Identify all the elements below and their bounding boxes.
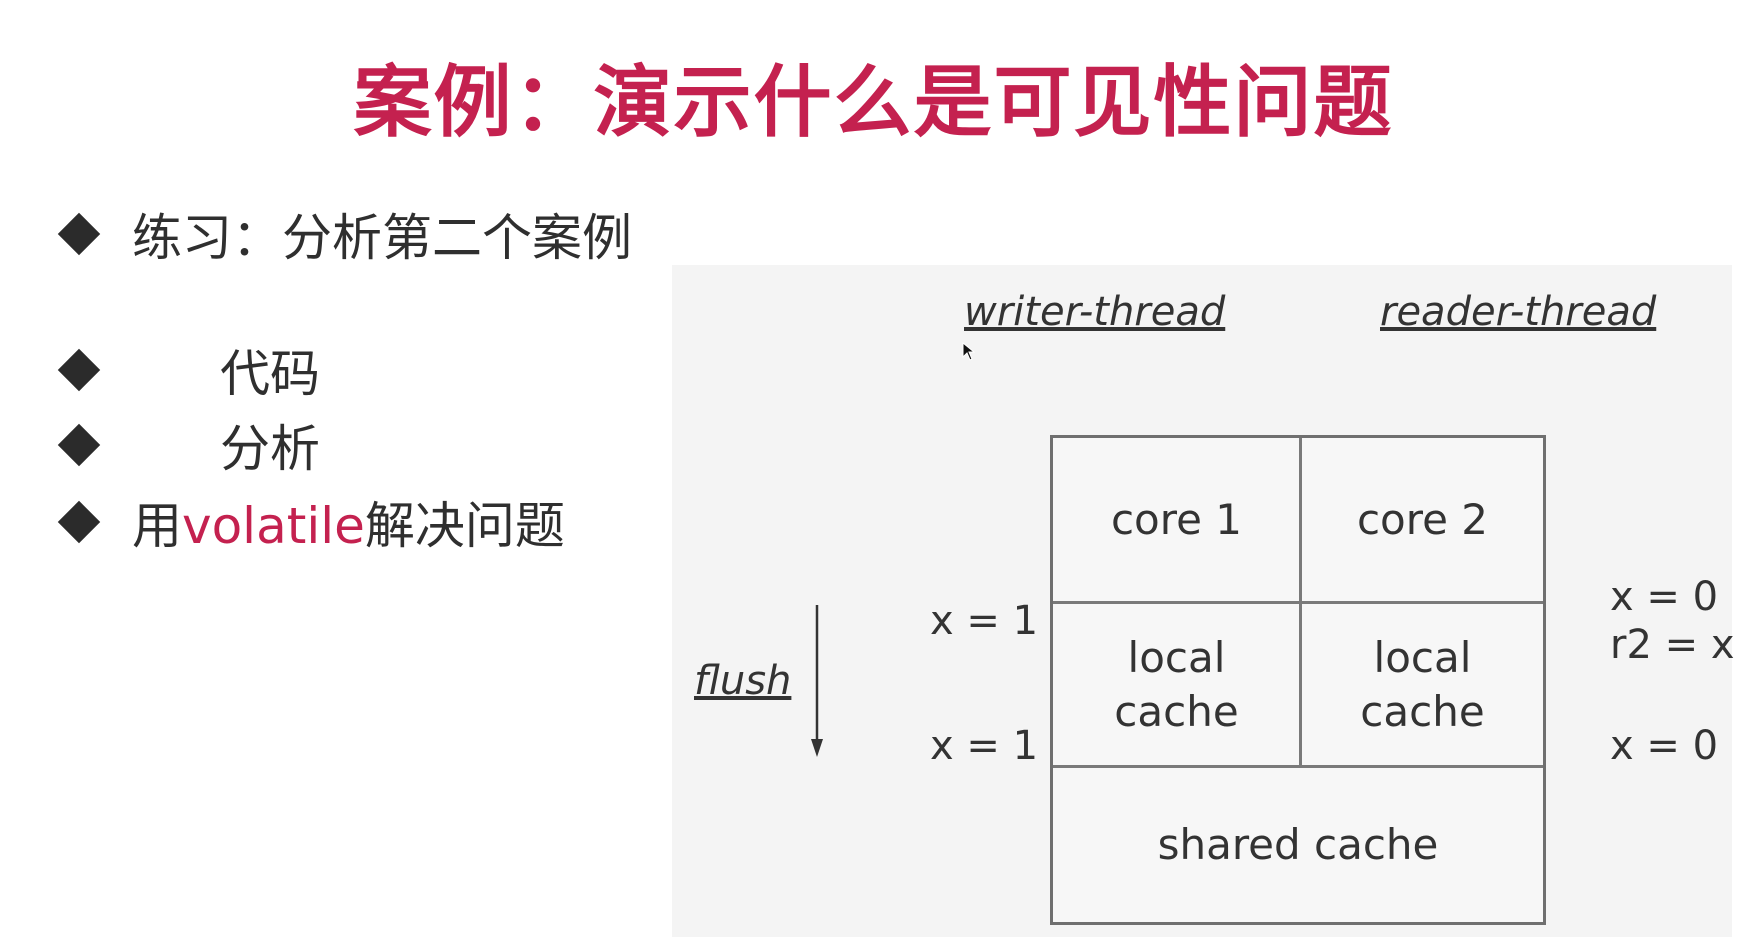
volatile-keyword: volatile <box>182 497 365 555</box>
diamond-bullet-icon <box>57 212 101 256</box>
row-divider <box>1053 601 1543 604</box>
writer-thread-label: writer-thread <box>964 289 1226 335</box>
bullet-suffix: 解决问题 <box>364 497 565 555</box>
reader-read-statement: r2 = x <box>1610 622 1735 668</box>
bullet-text: 分析 <box>220 420 320 478</box>
bullet-list: 练习：分析第二个案例 代码 分析 用volatile解决问题 <box>0 0 660 600</box>
memory-grid: core 1 core 2 local cache local cache sh… <box>1050 435 1546 925</box>
bullet-text: 练习：分析第二个案例 <box>132 209 632 267</box>
reader-thread-label: reader-thread <box>1380 289 1657 335</box>
reader-shared-value: x = 0 <box>1610 723 1719 769</box>
shared-cache-cell: shared cache <box>1157 820 1439 869</box>
bullet-item-code: 代码 <box>56 335 320 405</box>
diamond-bullet-icon <box>57 348 101 392</box>
bullet-item-volatile: 用volatile解决问题 <box>56 487 565 557</box>
diamond-bullet-icon <box>57 500 101 544</box>
bullet-text: 用volatile解决问题 <box>132 486 565 558</box>
mouse-cursor-icon <box>962 342 976 361</box>
flush-label: flush <box>694 658 792 704</box>
bullet-item-analysis: 分析 <box>56 410 320 480</box>
bullet-item-exercise: 练习：分析第二个案例 <box>56 199 632 269</box>
row-divider <box>1053 765 1543 768</box>
local-cache-2-cell: local cache <box>1360 632 1485 736</box>
cache-diagram: writer-thread reader-thread core 1 core … <box>672 265 1735 937</box>
writer-local-value: x = 1 <box>930 598 1039 644</box>
reader-local-value: x = 0 <box>1610 574 1719 620</box>
diamond-bullet-icon <box>57 423 101 467</box>
slide-title: 案例：演示什么是可见性问题 <box>353 58 1394 148</box>
writer-shared-value: x = 1 <box>930 723 1039 769</box>
bullet-prefix: 用 <box>132 497 182 555</box>
core-2-cell: core 2 <box>1356 494 1489 544</box>
local-cache-1-cell: local cache <box>1114 632 1239 736</box>
flush-arrow-icon <box>811 605 823 757</box>
core-1-cell: core 1 <box>1110 494 1243 544</box>
bullet-text: 代码 <box>220 345 320 403</box>
